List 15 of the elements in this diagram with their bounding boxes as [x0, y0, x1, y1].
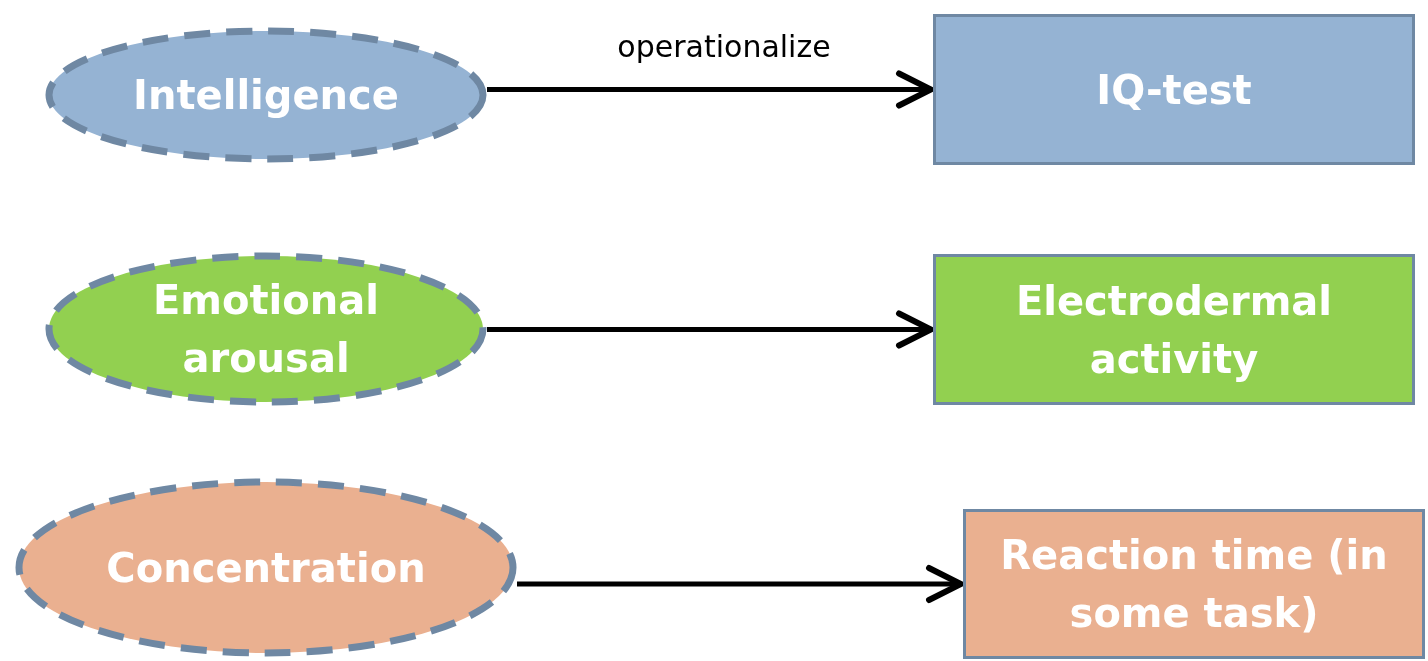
node-label: Concentration [106, 543, 426, 593]
node-label: Reaction time (in some task) [999, 531, 1389, 638]
arrow [487, 70, 934, 109]
process-box [963, 509, 1425, 659]
process-box [933, 254, 1415, 405]
node-label: Intelligence [133, 71, 399, 120]
node-label: Electrodermal activity [1014, 276, 1334, 384]
arrow [517, 565, 964, 603]
node-label: IQ-test [1096, 65, 1252, 115]
node-label: Emotional arousal [152, 276, 380, 383]
arrow [487, 310, 934, 349]
dashed-ellipse-node [45, 27, 487, 163]
dashed-ellipse-node [45, 252, 487, 406]
dashed-ellipse-node [15, 478, 517, 657]
process-box [933, 14, 1415, 165]
